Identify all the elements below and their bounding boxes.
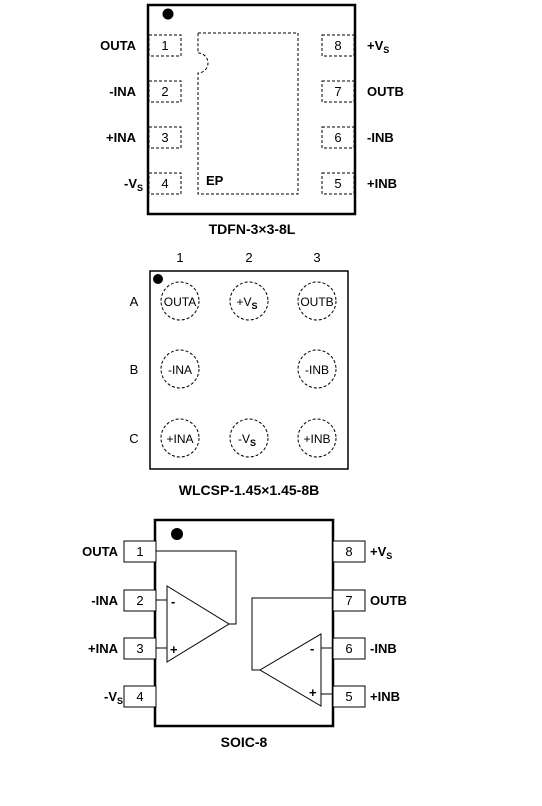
soic-pin-4-name: -VS xyxy=(104,689,123,706)
tdfn-pin-2-name: -INA xyxy=(109,84,136,99)
soic-pin1-marker xyxy=(171,528,183,540)
wlcsp-ball-b1: -INA xyxy=(160,349,200,389)
svg-text:7: 7 xyxy=(345,593,352,608)
wlcsp-col-3: 3 xyxy=(313,250,320,265)
wlcsp-col-2: 2 xyxy=(245,250,252,265)
svg-text:1: 1 xyxy=(136,544,143,559)
svg-text:8: 8 xyxy=(334,38,341,53)
svg-text:+VS: +VS xyxy=(236,295,257,311)
tdfn-pin-3-name: +INA xyxy=(106,130,137,145)
tdfn-pin-8: 8 +VS xyxy=(321,34,389,57)
wlcsp-ball-c3: +INB xyxy=(297,418,337,458)
opamp-b-minus: - xyxy=(310,641,314,656)
wlcsp-ball-a2: +VS xyxy=(229,281,269,321)
opamp-a-minus: - xyxy=(171,594,175,609)
svg-text:OUTA: OUTA xyxy=(164,295,196,309)
svg-text:-INA: -INA xyxy=(168,363,192,377)
soic-pin-7-name: OUTB xyxy=(370,593,407,608)
tdfn-pin-7-name: OUTB xyxy=(367,84,404,99)
opamp-b-symbol: - + xyxy=(251,597,333,707)
opamp-a-output-wire xyxy=(156,550,237,625)
wlcsp-ball-c1: +INA xyxy=(160,418,200,458)
soic-pin-5: 5 +INB xyxy=(332,685,400,708)
opamp-a-plus: + xyxy=(170,642,178,657)
wlcsp-ball-a1: OUTA xyxy=(160,281,200,321)
wlcsp-row-b: B xyxy=(130,362,139,377)
wlcsp-row-c: C xyxy=(129,431,138,446)
svg-text:8: 8 xyxy=(345,544,352,559)
tdfn-pin-2: 2 -INA xyxy=(109,80,182,103)
tdfn-pin-4: 4 -VS xyxy=(124,172,182,195)
tdfn-pin-1-name: OUTA xyxy=(100,38,136,53)
tdfn-pin-5: 5 +INB xyxy=(321,172,397,195)
svg-text:+INA: +INA xyxy=(166,432,193,446)
wlcsp-pin1-marker xyxy=(153,274,163,284)
wlcsp-ball-c2: -VS xyxy=(229,418,269,458)
wlcsp-row-a: A xyxy=(130,294,139,309)
soic-pin-3-name: +INA xyxy=(88,641,119,656)
svg-text:OUTB: OUTB xyxy=(300,295,333,309)
tdfn-pin-5-name: +INB xyxy=(367,176,397,191)
svg-text:-INB: -INB xyxy=(305,363,329,377)
soic-pin-5-name: +INB xyxy=(370,689,400,704)
tdfn-package: EP 1 OUTA 2 -INA 3 +INA 4 -VS 8 +VS xyxy=(100,3,404,237)
soic-pin-6-name: -INB xyxy=(370,641,397,656)
svg-text:3: 3 xyxy=(161,130,168,145)
opamp-a-symbol: - + xyxy=(156,550,237,663)
soic-pin-1: 1 OUTA xyxy=(82,540,157,563)
wlcsp-caption: WLCSP-1.45×1.45-8B xyxy=(179,482,319,498)
tdfn-exposed-pad xyxy=(197,32,299,195)
tdfn-pin-4-name: -VS xyxy=(124,176,143,193)
soic-pin-2-name: -INA xyxy=(91,593,118,608)
svg-text:+INB: +INB xyxy=(303,432,330,446)
wlcsp-body xyxy=(149,270,349,470)
soic-pin-3: 3 +INA xyxy=(88,637,157,660)
svg-text:4: 4 xyxy=(136,689,143,704)
tdfn-pin1-marker xyxy=(162,8,174,20)
soic-body xyxy=(153,518,335,728)
tdfn-pin-8-name: +VS xyxy=(367,38,389,55)
soic-pin-7: 7 OUTB xyxy=(332,589,407,612)
tdfn-caption: TDFN-3×3-8L xyxy=(209,221,296,237)
soic-pin-6: 6 -INB xyxy=(332,637,397,660)
soic-pin-8: 8 +VS xyxy=(332,540,392,563)
opamp-b-output-wire xyxy=(251,597,333,671)
tdfn-pin-1: 1 OUTA xyxy=(100,34,182,57)
tdfn-pin-6: 6 -INB xyxy=(321,126,394,149)
svg-text:1: 1 xyxy=(161,38,168,53)
wlcsp-ball-a3: OUTB xyxy=(297,281,337,321)
svg-text:5: 5 xyxy=(345,689,352,704)
tdfn-body xyxy=(146,3,357,216)
svg-text:7: 7 xyxy=(334,84,341,99)
wlcsp-col-1: 1 xyxy=(176,250,183,265)
soic-pin-4: 4 -VS xyxy=(104,685,157,708)
svg-text:-VS: -VS xyxy=(238,432,256,448)
soic-caption: SOIC-8 xyxy=(221,734,268,750)
svg-text:2: 2 xyxy=(161,84,168,99)
svg-text:4: 4 xyxy=(161,176,168,191)
tdfn-pin-6-name: -INB xyxy=(367,130,394,145)
svg-text:3: 3 xyxy=(136,641,143,656)
svg-text:6: 6 xyxy=(345,641,352,656)
opamp-b-plus: + xyxy=(309,685,317,700)
soic-pin-8-name: +VS xyxy=(370,544,392,561)
tdfn-pin-7: 7 OUTB xyxy=(321,80,404,103)
soic-pin-1-name: OUTA xyxy=(82,544,118,559)
svg-text:2: 2 xyxy=(136,593,143,608)
wlcsp-package: 1 2 3 A B C OUTA +VS OUTB -INA -INB xyxy=(129,250,349,498)
wlcsp-ball-b3: -INB xyxy=(297,349,337,389)
soic-pin-2: 2 -INA xyxy=(91,589,157,612)
svg-text:5: 5 xyxy=(334,176,341,191)
tdfn-pin-3: 3 +INA xyxy=(106,126,182,149)
svg-text:6: 6 xyxy=(334,130,341,145)
soic-package: 1 OUTA 2 -INA 3 +INA 4 -VS 8 +VS 7 OUTB xyxy=(82,518,407,750)
tdfn-pad-label: EP xyxy=(206,173,224,188)
